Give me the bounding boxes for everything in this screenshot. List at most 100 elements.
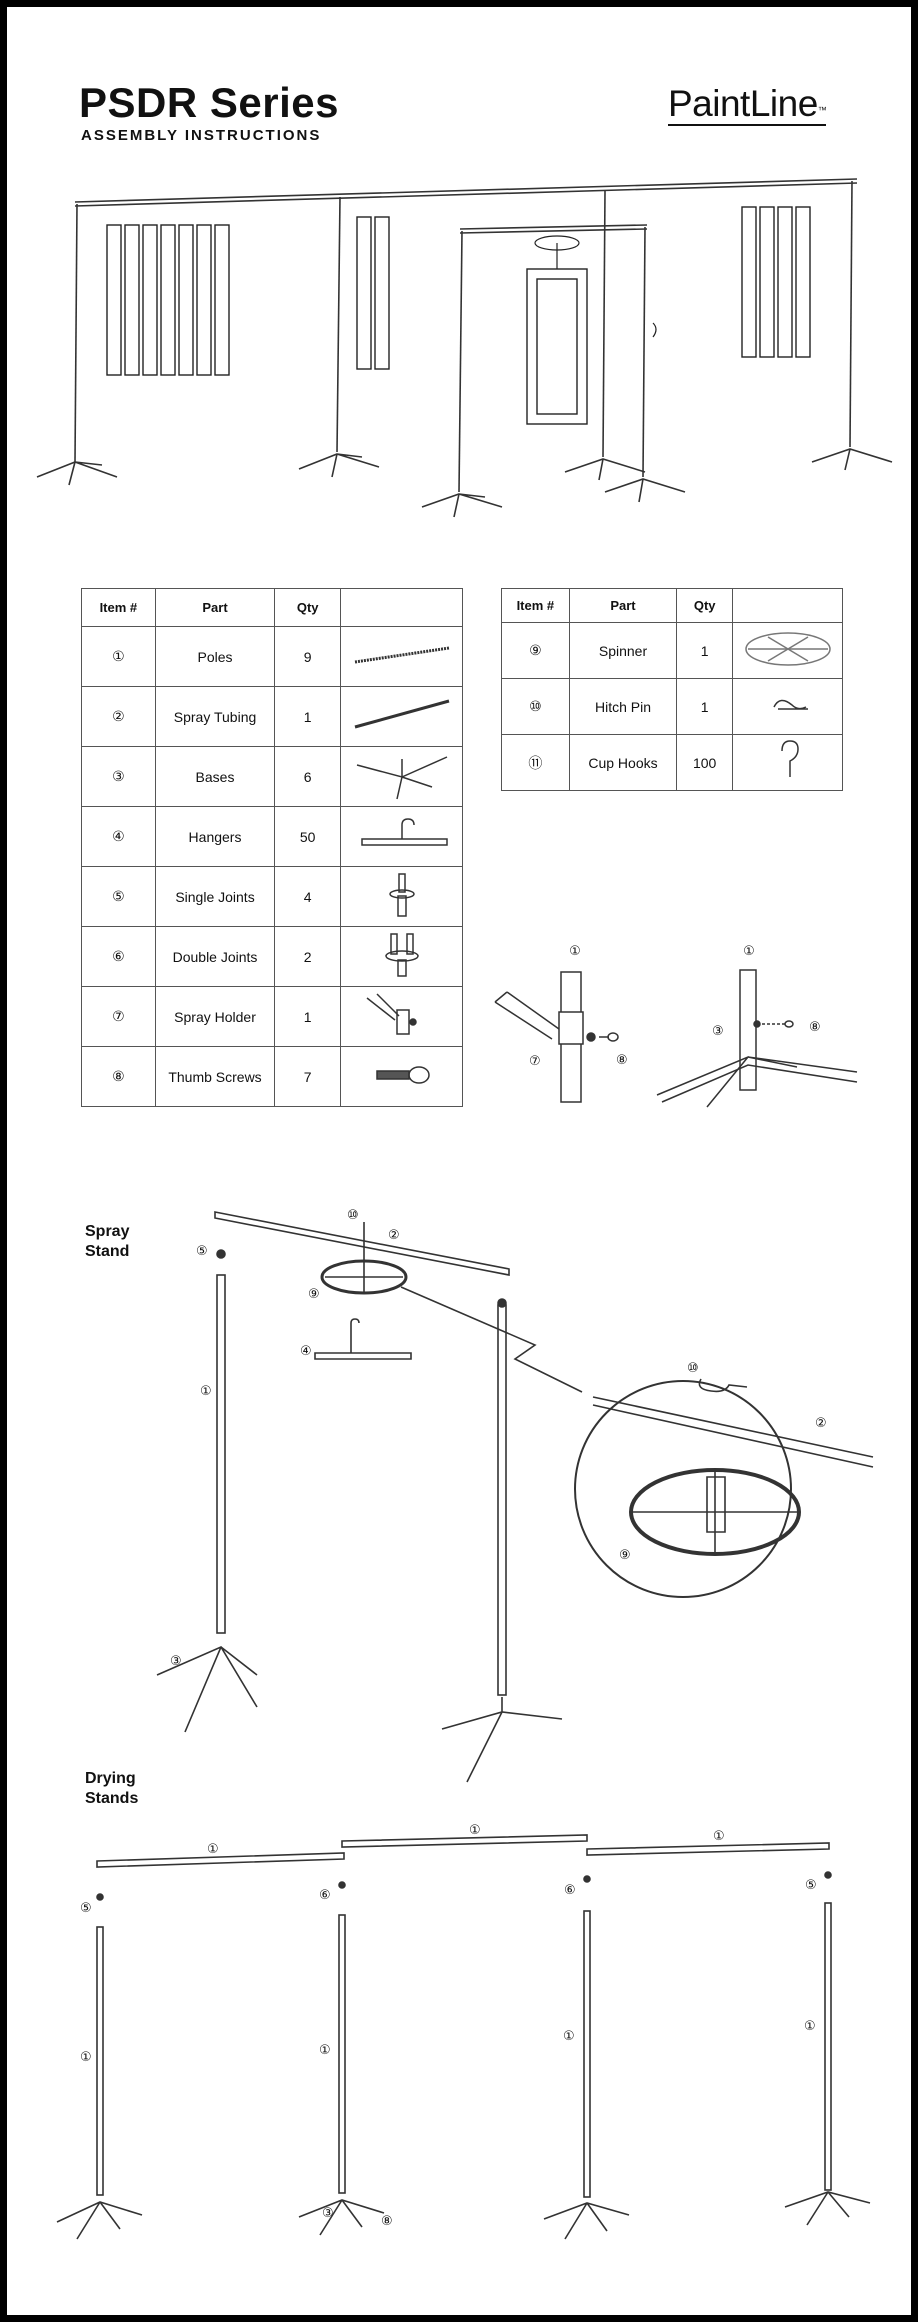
page-subtitle: ASSEMBLY INSTRUCTIONS	[81, 127, 322, 144]
callout-1-e: ①	[469, 1823, 481, 1838]
item-number: ⑤	[81, 866, 156, 927]
callout-10-b: ⑩	[687, 1361, 699, 1376]
callout-3: ③	[712, 1024, 724, 1039]
part-name: Spinner	[568, 622, 678, 679]
part-name: Spray Tubing	[154, 686, 276, 747]
part-name: Spray Holder	[154, 986, 276, 1047]
single-joint-icon	[340, 866, 463, 927]
callout-1-c: ①	[200, 1384, 212, 1399]
part-qty: 100	[676, 734, 734, 791]
page-title: PSDR Series	[79, 79, 339, 126]
column-header-image	[732, 588, 843, 623]
item-number: ①	[81, 626, 156, 687]
callout-8-b: ⑧	[809, 1020, 821, 1035]
part-qty: 1	[676, 622, 734, 679]
table-row: ① Poles 9	[81, 626, 463, 687]
trademark-mark: ™	[817, 105, 827, 115]
hanger-icon	[340, 806, 463, 867]
thumb-screw-icon	[340, 1046, 463, 1107]
tubing-icon	[340, 686, 463, 747]
callout-1-g: ①	[80, 2050, 92, 2065]
callout-8-c: ⑧	[381, 2214, 393, 2229]
part-qty: 1	[274, 986, 342, 1047]
table-row: ⑪ Cup Hooks 100	[501, 734, 843, 791]
column-header-part: Part	[568, 588, 678, 623]
part-qty: 4	[274, 866, 342, 927]
part-qty: 1	[274, 686, 342, 747]
item-number: ⑧	[81, 1046, 156, 1107]
spray-holder-icon	[340, 986, 463, 1047]
column-header-image	[340, 588, 463, 627]
table-row: ⑧ Thumb Screws 7	[81, 1046, 463, 1107]
parts-table-left: Item # Part Qty ① Poles 9 ② Spray Tubing…	[81, 588, 463, 1107]
table-row: ④ Hangers 50	[81, 806, 463, 867]
callout-1: ①	[569, 944, 581, 959]
part-name: Single Joints	[154, 866, 276, 927]
table-row: ⑥ Double Joints 2	[81, 926, 463, 987]
item-number: ③	[81, 746, 156, 807]
part-name: Double Joints	[154, 926, 276, 987]
part-name: Thumb Screws	[154, 1046, 276, 1107]
section-label-spray-stand: Spray Stand	[85, 1223, 130, 1260]
callout-5-b: ⑤	[80, 1901, 92, 1916]
callout-2: ②	[388, 1228, 400, 1243]
callout-9: ⑨	[308, 1287, 320, 1302]
section-label-drying-stands: Drying Stands	[85, 1770, 139, 1807]
item-number: ⑩	[501, 678, 570, 735]
table-header-row: Item # Part Qty	[501, 588, 843, 623]
part-qty: 7	[274, 1046, 342, 1107]
pole-icon	[340, 626, 463, 687]
callout-8: ⑧	[616, 1053, 628, 1068]
double-joint-icon	[340, 926, 463, 987]
callout-2-b: ②	[815, 1416, 827, 1431]
column-header-part: Part	[154, 588, 276, 627]
part-qty: 50	[274, 806, 342, 867]
table-header-row: Item # Part Qty	[81, 588, 463, 627]
table-row: ⑩ Hitch Pin 1	[501, 678, 843, 735]
part-qty: 9	[274, 626, 342, 687]
callout-6: ⑥	[319, 1888, 331, 1903]
callout-3-c: ③	[322, 2206, 334, 2221]
column-header-item: Item #	[81, 588, 156, 627]
brand-logo: PaintLine™	[668, 85, 827, 126]
part-name: Hitch Pin	[568, 678, 678, 735]
overview-illustration	[36, 178, 893, 518]
base-icon	[340, 746, 463, 807]
parts-table-right: Item # Part Qty ⑨ Spinner 1 ⑩ Hitch Pin …	[501, 588, 843, 791]
part-qty: 6	[274, 746, 342, 807]
table-row: ⑦ Spray Holder 1	[81, 986, 463, 1047]
callout-6-b: ⑥	[564, 1883, 576, 1898]
callout-1-j: ①	[804, 2019, 816, 2034]
callout-5-c: ⑤	[805, 1878, 817, 1893]
column-header-qty: Qty	[274, 588, 342, 627]
assembly-instructions-page: PSDR Series ASSEMBLY INSTRUCTIONS PaintL…	[7, 7, 911, 2315]
table-row: ② Spray Tubing 1	[81, 686, 463, 747]
item-number: ⑨	[501, 622, 570, 679]
table-row: ⑨ Spinner 1	[501, 622, 843, 679]
part-qty: 1	[676, 678, 734, 735]
item-number: ②	[81, 686, 156, 747]
callout-1-b: ①	[743, 944, 755, 959]
callout-10: ⑩	[347, 1208, 359, 1223]
hitch-pin-icon	[732, 678, 843, 735]
table-row: ⑤ Single Joints 4	[81, 866, 463, 927]
spinner-icon	[732, 622, 843, 679]
cup-hook-icon	[732, 734, 843, 791]
item-number: ④	[81, 806, 156, 867]
part-name: Poles	[154, 626, 276, 687]
item-number: ⑥	[81, 926, 156, 987]
part-name: Bases	[154, 746, 276, 807]
part-qty: 2	[274, 926, 342, 987]
callout-4: ④	[300, 1344, 312, 1359]
callout-9-b: ⑨	[619, 1548, 631, 1563]
item-number: ⑦	[81, 986, 156, 1047]
callout-1-f: ①	[713, 1829, 725, 1844]
callout-5: ⑤	[196, 1244, 208, 1259]
callout-1-d: ①	[207, 1842, 219, 1857]
callout-7: ⑦	[529, 1054, 541, 1069]
table-row: ③ Bases 6	[81, 746, 463, 807]
column-header-item: Item #	[501, 588, 570, 623]
callout-3-b: ③	[170, 1654, 182, 1669]
column-header-qty: Qty	[676, 588, 734, 623]
item-number: ⑪	[501, 734, 570, 791]
